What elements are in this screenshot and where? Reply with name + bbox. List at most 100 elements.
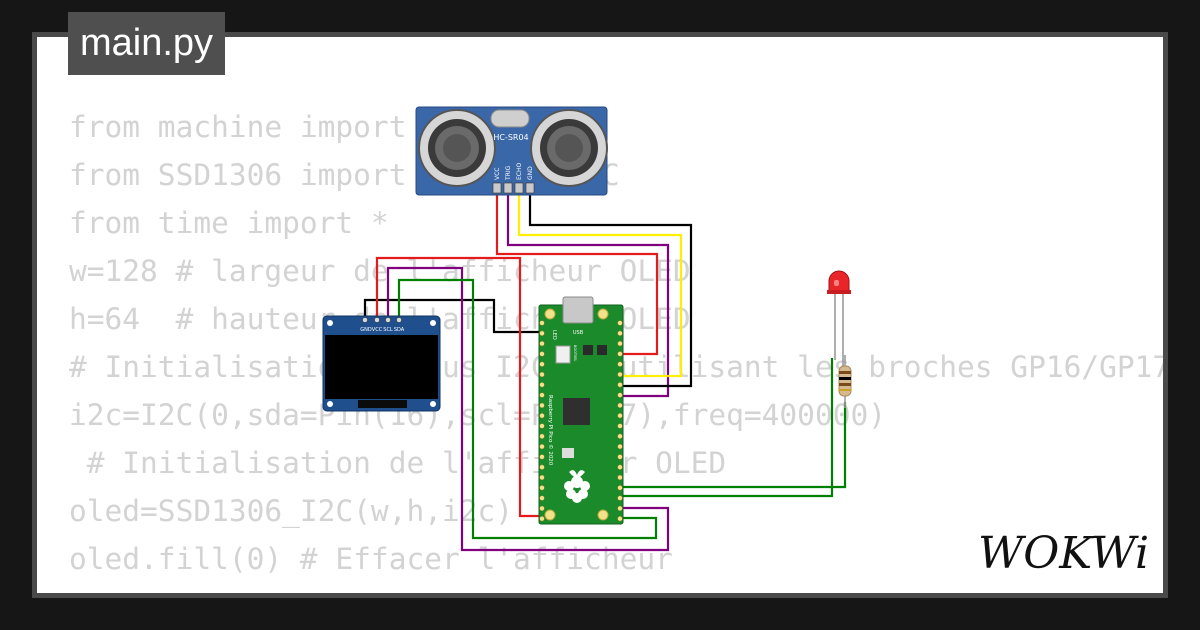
pico-pin-left[interactable] bbox=[539, 371, 545, 378]
pico-pin-right[interactable] bbox=[617, 433, 623, 439]
pico-pin-right[interactable] bbox=[617, 320, 623, 326]
pico-pin-left[interactable] bbox=[539, 443, 545, 450]
oled-pin-label-vcc: VCC bbox=[372, 327, 383, 333]
pico-pin-right[interactable] bbox=[617, 485, 623, 491]
wire-sensor-trig[interactable] bbox=[506, 190, 670, 398]
oled-display[interactable]: GND VCC SCL SDA bbox=[322, 315, 441, 412]
pico-pin-left[interactable] bbox=[539, 433, 545, 439]
pico-pin-right[interactable] bbox=[617, 330, 623, 336]
pico-pin-right[interactable] bbox=[617, 474, 623, 481]
sensor-pin-label-vcc: VCC bbox=[494, 168, 501, 180]
pico-pin-right[interactable] bbox=[617, 454, 623, 460]
file-tab[interactable]: main.py bbox=[68, 12, 226, 75]
pico-pin-right[interactable] bbox=[617, 371, 623, 378]
mount-hole bbox=[327, 320, 333, 326]
code-line: # Initialisation des broches de la LED bbox=[69, 590, 744, 593]
pico-pin-left[interactable] bbox=[539, 351, 545, 357]
code-line: oled=SSD1306_I2C(w,h,i2c) bbox=[69, 494, 514, 528]
pico-pin-right[interactable] bbox=[617, 423, 623, 429]
pico-pin-left[interactable] bbox=[539, 485, 545, 491]
pico-pin-right[interactable] bbox=[617, 382, 623, 388]
pico-pin-left[interactable] bbox=[539, 361, 545, 367]
usb-connector bbox=[562, 296, 594, 324]
flash-chip bbox=[583, 345, 593, 355]
wokwi-logo: WOKWi bbox=[978, 528, 1149, 576]
wire-sensor-vcc[interactable] bbox=[495, 190, 659, 356]
brand-name: WOKWi bbox=[978, 528, 1149, 576]
pico-pin-left[interactable] bbox=[539, 474, 545, 481]
pico-pin-right[interactable] bbox=[617, 402, 623, 409]
sensor-pin-echo[interactable] bbox=[514, 182, 524, 194]
mount-hole bbox=[430, 401, 436, 407]
oled-pin-vcc[interactable] bbox=[374, 317, 380, 323]
sensor-pin-label-gnd: GND bbox=[527, 166, 534, 180]
led-label: LED bbox=[551, 330, 557, 340]
resistor[interactable] bbox=[838, 355, 852, 408]
wire-sensor-gnd[interactable] bbox=[528, 190, 693, 388]
pico-pin-right[interactable] bbox=[617, 361, 623, 367]
pico-pin-right[interactable] bbox=[617, 340, 623, 347]
mount-hole bbox=[597, 509, 609, 521]
mount-hole bbox=[544, 308, 556, 320]
pico-pin-left[interactable] bbox=[539, 464, 545, 470]
wire-led-anode[interactable] bbox=[622, 402, 847, 489]
red-led[interactable] bbox=[827, 270, 851, 368]
raspberry-logo-icon bbox=[564, 470, 590, 503]
sensor-pin-trig[interactable] bbox=[503, 182, 513, 194]
pico-pin-left[interactable] bbox=[539, 423, 545, 429]
transducer-left bbox=[418, 109, 496, 187]
wire-led-cathode[interactable] bbox=[622, 358, 834, 498]
crystal-oscillator bbox=[490, 109, 530, 128]
sensor-pin-gnd[interactable] bbox=[525, 182, 535, 194]
wire-oled-sda[interactable] bbox=[397, 278, 658, 540]
code-line: w=128 # largeur de l'afficheur OLED bbox=[69, 254, 691, 288]
pico-pin-right[interactable] bbox=[617, 413, 623, 419]
pico-pin-right[interactable] bbox=[617, 516, 623, 522]
pico-pin-header-right bbox=[617, 320, 623, 522]
pico-pin-left[interactable] bbox=[539, 382, 545, 388]
pico-pin-right[interactable] bbox=[617, 351, 623, 357]
bootsel-button[interactable] bbox=[555, 345, 571, 364]
pico-pin-left[interactable] bbox=[539, 413, 545, 419]
pico-pin-left[interactable] bbox=[539, 505, 545, 512]
oled-screen bbox=[325, 335, 438, 399]
pico-pin-right[interactable] bbox=[617, 443, 623, 450]
pico-pin-right[interactable] bbox=[617, 464, 623, 470]
mount-hole bbox=[544, 509, 556, 521]
wire-oled-gnd[interactable] bbox=[363, 298, 540, 334]
usb-label: USB bbox=[573, 330, 584, 336]
sensor-label: HC-SR04 bbox=[493, 133, 528, 142]
raspberry-pi-pico[interactable]: USB LED BOOTSEL Raspberry Pi Pico © 2020 bbox=[538, 296, 624, 525]
oled-pin-scl[interactable] bbox=[385, 317, 391, 323]
pico-pin-left[interactable] bbox=[539, 340, 545, 347]
debug-header bbox=[562, 448, 574, 458]
pico-pin-left[interactable] bbox=[539, 392, 545, 398]
pico-pin-left[interactable] bbox=[539, 516, 545, 522]
pico-pin-right[interactable] bbox=[617, 495, 623, 501]
oled-pin-sda[interactable] bbox=[396, 317, 402, 323]
wire-sensor-echo[interactable] bbox=[517, 190, 683, 378]
code-line: oled.fill(0) # Effacer l'afficheur bbox=[69, 542, 673, 576]
wire-oled-vcc[interactable] bbox=[375, 256, 540, 518]
oled-ribbon bbox=[358, 400, 407, 408]
pico-pin-left[interactable] bbox=[539, 320, 545, 326]
pico-pin-left[interactable] bbox=[539, 454, 545, 460]
rp2040-chip bbox=[563, 398, 590, 425]
pico-pin-right[interactable] bbox=[617, 505, 623, 512]
sensor-pin-vcc[interactable] bbox=[492, 182, 502, 194]
mount-hole bbox=[597, 308, 609, 320]
regulator-chip bbox=[597, 345, 607, 355]
pico-pin-header-left bbox=[539, 320, 545, 522]
wire-oled-scl[interactable] bbox=[386, 266, 670, 552]
hc-sr04-sensor[interactable]: HC-SR04 VCC TRIG ECHO GND bbox=[415, 106, 608, 196]
pico-pin-left[interactable] bbox=[539, 495, 545, 501]
oled-pin-gnd[interactable] bbox=[362, 317, 368, 323]
pico-pin-left[interactable] bbox=[539, 330, 545, 336]
sensor-pin-label-trig: TRIG bbox=[505, 165, 512, 181]
pico-pin-right[interactable] bbox=[617, 392, 623, 398]
pico-pin-left[interactable] bbox=[539, 402, 545, 409]
board-label: Raspberry Pi Pico © 2020 bbox=[547, 395, 554, 466]
oled-pin-label-sda: SDA bbox=[394, 327, 405, 333]
code-line: i2c=I2C(0,sda=Pin(16),scl=Pin(17),freq=4… bbox=[69, 398, 886, 432]
